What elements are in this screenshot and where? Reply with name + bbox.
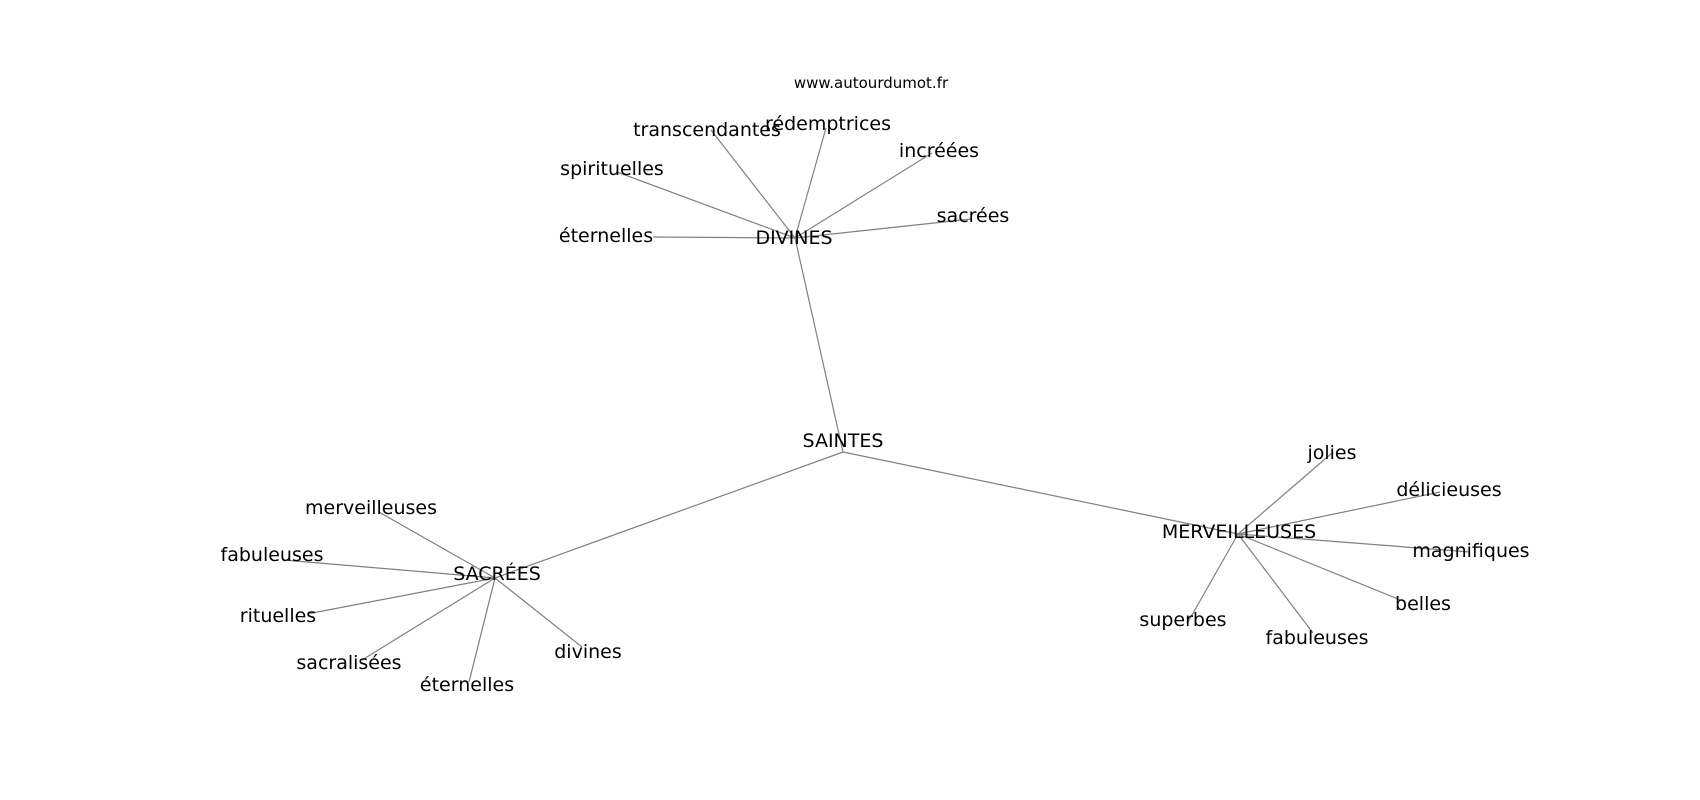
edge-sacrees-leaf	[494, 577, 583, 648]
leaf-node-label: rédemptrices	[765, 113, 891, 135]
leaf-node-label: éternelles	[420, 674, 514, 696]
leaf-node-label: incréées	[899, 140, 979, 162]
edge-merveilleuses-leaf	[1237, 533, 1471, 553]
hub-node-label-divines: DIVINES	[755, 227, 832, 249]
leaf-node-label: délicieuses	[1396, 479, 1501, 501]
edge-sacrees-leaf	[468, 577, 496, 683]
edge-root-merveilleuses	[842, 451, 1239, 535]
edge-merveilleuses-leaf	[1237, 533, 1404, 602]
watermark-text: www.autourdumot.fr	[794, 74, 949, 92]
leaf-node-label: fabuleuses	[221, 544, 324, 566]
edge-merveilleuses-leaf	[1237, 533, 1314, 634]
edge-sacrees-leaf	[378, 511, 496, 579]
leaf-node-label: fabuleuses	[1266, 627, 1369, 649]
leaf-node-label: jolies	[1306, 442, 1356, 464]
leaf-node-label: belles	[1395, 593, 1451, 615]
leaf-node-label: transcendantes	[633, 119, 781, 141]
edge-divines-leaf	[794, 127, 827, 239]
leaf-node-label: spirituelles	[560, 158, 664, 180]
edge-divines-leaf	[710, 129, 796, 239]
leaf-node-label: merveilleuses	[305, 497, 437, 519]
leaf-node-label: éternelles	[559, 225, 653, 247]
edge-merveilleuses-leaf	[1237, 491, 1441, 535]
edge-merveilleuses-leaf	[1187, 533, 1239, 623]
leaf-node-label: superbes	[1139, 609, 1226, 631]
edge-divines-leaf	[794, 218, 972, 239]
edge-root-divines	[794, 237, 844, 453]
leaf-node-label: sacralisées	[296, 652, 401, 674]
edge-sacrees-leaf	[361, 577, 496, 661]
hub-node-label-merveilleuses: MERVEILLEUSES	[1162, 521, 1316, 543]
edge-divines-leaf	[652, 236, 796, 239]
edge-sacrees-leaf	[306, 577, 496, 615]
hub-node-label-sacrees: SACRÉES	[453, 562, 541, 585]
edge-merveilleuses-leaf	[1237, 452, 1333, 535]
leaf-node-label: magnifiques	[1412, 540, 1529, 562]
label-layer: www.autourdumot.fr SAINTES DIVINES éternel…	[221, 74, 1530, 696]
root-node-label: SAINTES	[803, 430, 884, 452]
edge-divines-leaf	[794, 152, 933, 239]
leaf-node-label: sacrées	[937, 205, 1010, 227]
edge-divines-leaf	[616, 171, 796, 239]
leaf-node-label: rituelles	[240, 605, 316, 627]
edge-sacrees-leaf	[283, 559, 496, 579]
edge-root-sacrees	[494, 451, 844, 579]
leaf-node-label: divines	[554, 641, 622, 663]
edge-layer	[283, 127, 1471, 683]
